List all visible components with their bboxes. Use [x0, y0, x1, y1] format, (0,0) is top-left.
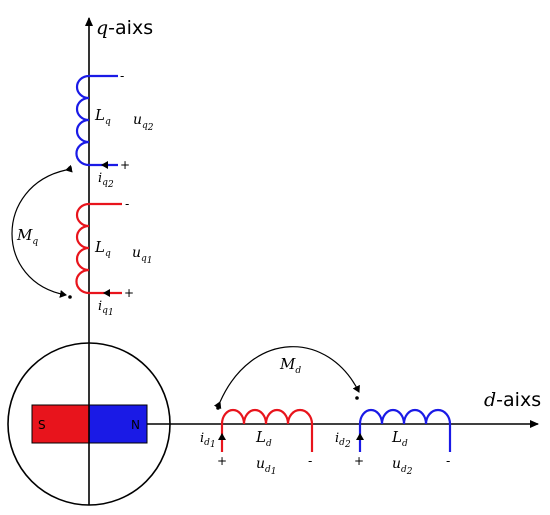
q-lower-current: iq1: [98, 299, 114, 318]
q-upper-voltage: uq2: [133, 112, 154, 133]
d-mutual-arc: [213, 346, 360, 410]
d-left-voltage: ud1: [256, 456, 277, 477]
magnet-south-label: S: [38, 418, 46, 432]
magnet-south-pole: [31, 404, 90, 444]
magnet-north-pole: [88, 404, 148, 444]
d-axis-label: d-aixs: [484, 389, 541, 411]
magnet-north-label: N: [131, 418, 140, 432]
d-right-current: id2: [335, 431, 351, 450]
d-right-sign-right: -: [446, 454, 450, 468]
q-upper-sign-top: -: [120, 69, 124, 83]
q-mutual-label: Mq: [16, 226, 38, 247]
q-lower-inductance: Lq: [94, 238, 111, 259]
d-mutual-label: Md: [279, 355, 301, 376]
d-left-sign-right: -: [308, 454, 312, 468]
d-right-inductance: Ld: [391, 428, 408, 449]
q-mutual-arc: [11, 164, 73, 298]
q-lower-sign-top: -: [125, 197, 129, 211]
q-upper-inductance: Lq: [94, 106, 111, 127]
q-upper-sign-bottom: +: [120, 158, 130, 172]
d-left-current: id1: [200, 431, 216, 450]
d-right-sign-left: +: [354, 454, 364, 468]
rotor-circle: [7, 342, 171, 506]
q-axis-label: q-aixs: [96, 17, 153, 39]
d-right-voltage: ud2: [392, 456, 413, 477]
q-lower-sign-bottom: +: [124, 286, 134, 300]
d-coil-right: [355, 396, 452, 452]
q-upper-current: iq2: [98, 171, 114, 190]
d-left-inductance: Ld: [255, 428, 272, 449]
d-left-sign-left: +: [217, 454, 227, 468]
q-lower-voltage: uq1: [132, 245, 153, 266]
